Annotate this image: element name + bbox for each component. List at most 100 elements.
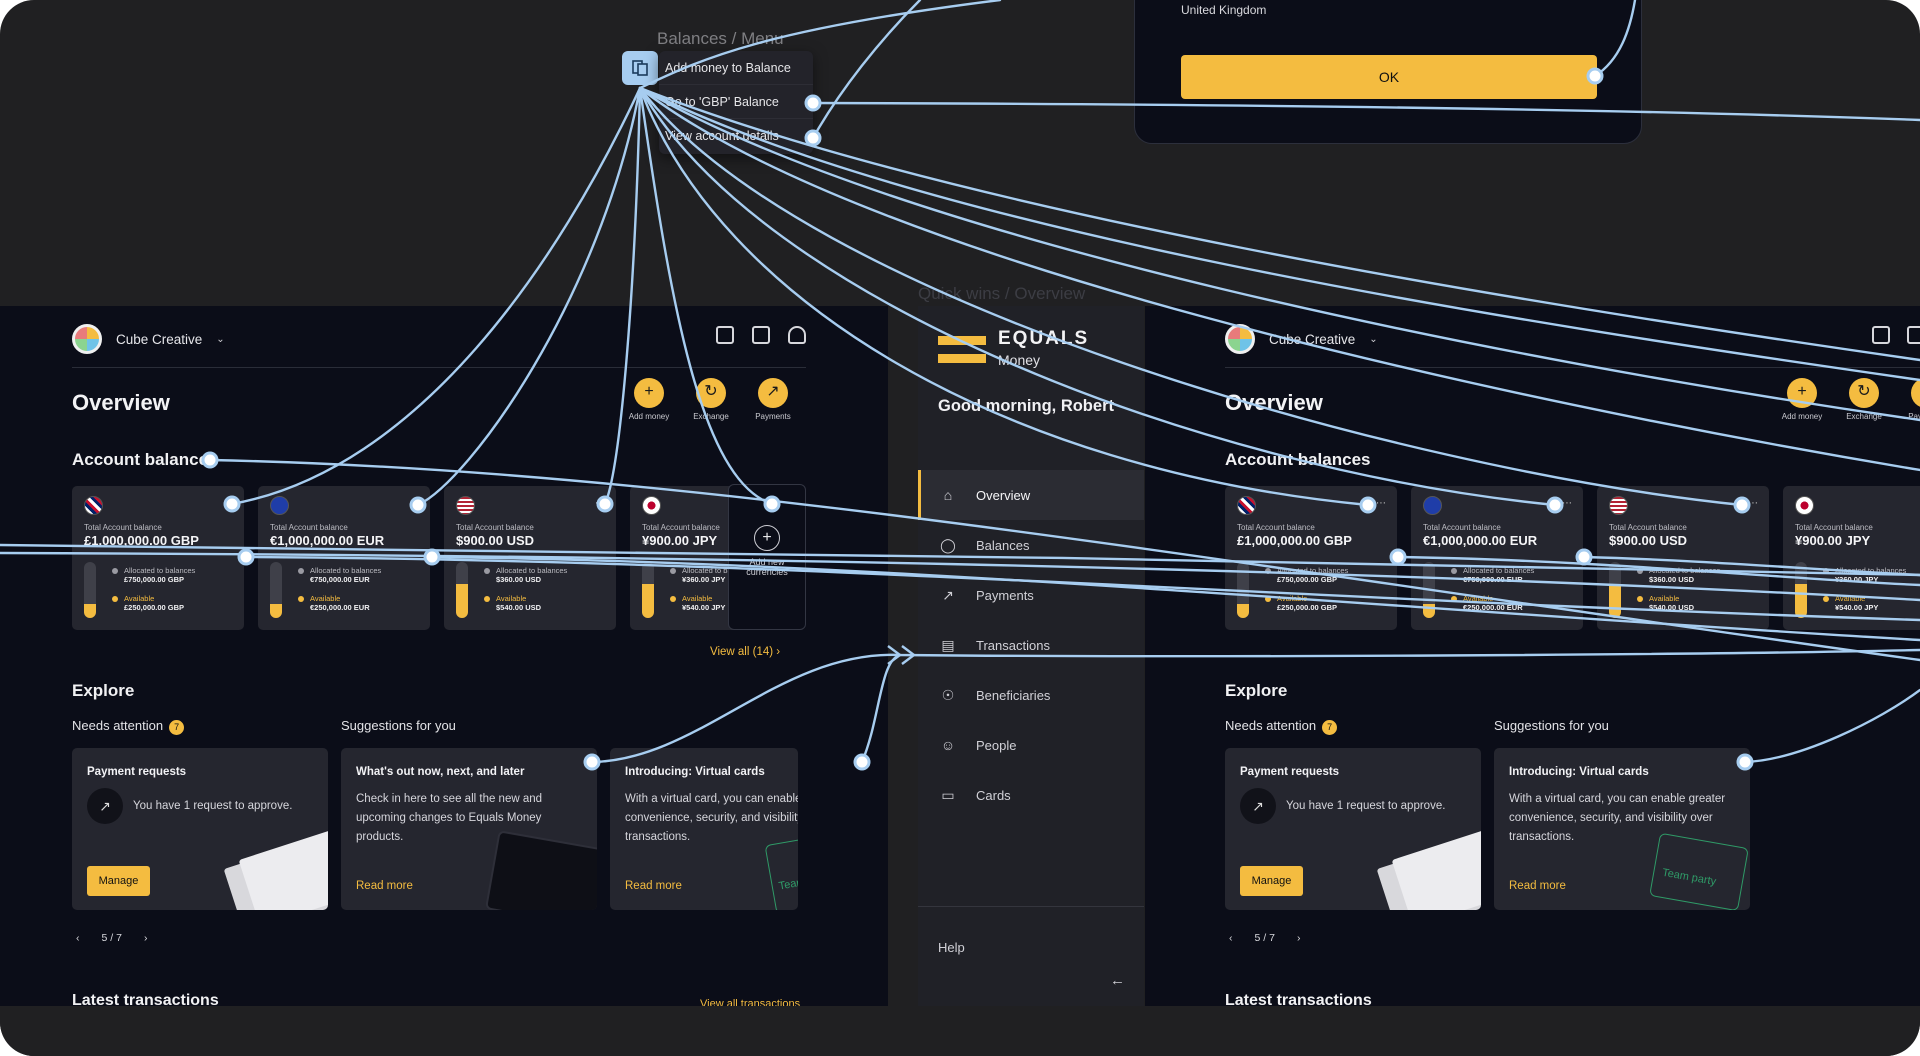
chevron-right-icon[interactable]: › bbox=[143, 932, 148, 944]
frame-label-quick-wins: Quick wins / Overview bbox=[918, 284, 1086, 303]
more-options-icon[interactable]: ⋯ bbox=[1748, 498, 1759, 509]
more-options-icon[interactable]: ⋯ bbox=[595, 498, 606, 509]
chevron-left-icon[interactable]: ‹ bbox=[1229, 932, 1233, 944]
menu-item-add-money[interactable]: Add money to Balance bbox=[659, 51, 813, 85]
sidebar-divider bbox=[918, 906, 1144, 907]
available-legend: Available£250,000.00 GBP bbox=[112, 594, 184, 612]
available-label: Available bbox=[496, 594, 527, 603]
balance-meter bbox=[84, 562, 96, 618]
allocated-amount: ¥360.00 JPY bbox=[1835, 575, 1879, 584]
statements-icon[interactable] bbox=[1907, 326, 1920, 344]
exchange-label: Exchange bbox=[1846, 412, 1882, 421]
allocated-legend: Allocated to balances€750,000.00 EUR bbox=[298, 566, 381, 584]
add-currencies-card[interactable]: + Add new currencies bbox=[728, 484, 806, 630]
help-link[interactable]: Help bbox=[938, 940, 965, 955]
flag-us-icon bbox=[1609, 496, 1628, 515]
more-options-icon[interactable]: ⋯ bbox=[223, 498, 234, 509]
allocated-label: Allocated to balances bbox=[310, 566, 382, 575]
allocated-label: Allocated to balances bbox=[1277, 566, 1349, 575]
read-more-link[interactable]: Read more bbox=[1509, 880, 1566, 892]
close-icon[interactable]: × bbox=[584, 754, 591, 766]
whats-out-tile[interactable]: What's out now, next, and later Check in… bbox=[341, 748, 597, 910]
home-icon: ⌂ bbox=[943, 487, 953, 503]
exchange-action[interactable]: ↻ Exchange bbox=[691, 378, 731, 421]
balance-menu-trigger[interactable] bbox=[622, 51, 658, 85]
account-card-gb[interactable]: ⋯ Total Account balance£1,000,000.00 GBP A… bbox=[1225, 486, 1397, 630]
allocated-label: Allocated to balances bbox=[124, 566, 196, 575]
chevron-left-icon[interactable]: ‹ bbox=[76, 932, 80, 944]
attention-count-badge: 7 bbox=[1322, 720, 1338, 735]
analytics-icon[interactable] bbox=[1872, 326, 1890, 344]
overview-screen-right: Cube Creative ⌄ Overview + Add money ↻ E… bbox=[1145, 306, 1920, 1006]
view-all-link[interactable]: View all (14) › bbox=[710, 646, 780, 658]
virtual-cards-tile[interactable]: Introducing: Virtual cards With a virtua… bbox=[1494, 748, 1750, 910]
arrow-left-icon[interactable]: ← bbox=[1110, 972, 1125, 989]
analytics-icon[interactable] bbox=[716, 326, 734, 344]
sidebar-item-transactions[interactable]: ▤ Transactions bbox=[918, 620, 1144, 670]
account-card-jp[interactable]: ⋯Total Account balance¥900.00 JPYAllocat… bbox=[1783, 486, 1920, 630]
exchange-action[interactable]: ↻ Exchange bbox=[1844, 378, 1884, 421]
company-switcher[interactable]: Cube Creative ⌄ bbox=[72, 324, 225, 354]
manage-button[interactable]: Manage bbox=[87, 866, 150, 896]
sidebar-item-label: Transactions bbox=[976, 637, 1050, 653]
company-switcher[interactable]: Cube Creative ⌄ bbox=[1225, 324, 1378, 354]
virtual-cards-tile[interactable]: Introducing: Virtual cards With a virtua… bbox=[610, 748, 798, 910]
balance-caption: Total Account balance bbox=[456, 523, 534, 532]
notifications-icon[interactable] bbox=[788, 326, 806, 344]
available-amount: €250,000.00 EUR bbox=[310, 603, 370, 612]
tile-title: Payment requests bbox=[1240, 766, 1340, 778]
ok-button[interactable]: OK bbox=[1181, 55, 1597, 99]
payment-requests-tile[interactable]: Payment requests ↗You have 1 request to … bbox=[1225, 748, 1481, 910]
balance-meter bbox=[456, 562, 468, 618]
tile-title: Introducing: Virtual cards bbox=[1509, 766, 1649, 778]
sidebar-item-overview[interactable]: ⌂Overview bbox=[918, 470, 1144, 520]
beneficiaries-icon: ☉ bbox=[941, 687, 955, 703]
statements-icon[interactable] bbox=[752, 326, 770, 344]
sidebar-item-beneficiaries[interactable]: ☉ Beneficiaries bbox=[918, 670, 1144, 720]
transactions-icon: ▤ bbox=[941, 637, 955, 653]
more-options-icon[interactable]: ⋯ bbox=[409, 498, 420, 509]
sidebar-item-label: Cards bbox=[976, 787, 1011, 803]
view-all-transactions-link[interactable]: View all transactions bbox=[700, 998, 801, 1006]
explore-title: Explore bbox=[1225, 681, 1288, 700]
balance-total: £1,000,000.00 GBP bbox=[84, 533, 199, 548]
balance-total: £1,000,000.00 GBP bbox=[1237, 533, 1352, 548]
equals-logo-icon bbox=[938, 332, 986, 366]
payments-action[interactable]: ↗ Payments bbox=[753, 378, 793, 421]
sidebar-item-cards[interactable]: ▭Cards bbox=[918, 770, 1144, 820]
more-options-icon[interactable]: ⋯ bbox=[1376, 498, 1387, 509]
company-logo bbox=[1225, 324, 1255, 354]
add-money-action[interactable]: + Add money bbox=[1782, 378, 1822, 421]
more-options-icon[interactable]: ⋯ bbox=[1562, 498, 1573, 509]
menu-item-view-account-details[interactable]: View account details bbox=[665, 129, 779, 143]
menu-item-go-to-gbp[interactable]: Go to 'GBP' Balance bbox=[659, 85, 813, 119]
sidebar-item-people[interactable]: ☺People bbox=[918, 720, 1144, 770]
attention-count-badge: 7 bbox=[169, 720, 185, 735]
sidebar-item-balances[interactable]: ◯Balances bbox=[918, 520, 1144, 570]
payment-requests-tile[interactable]: Payment requests ↗You have 1 request to … bbox=[72, 748, 328, 910]
exchange-icon: ↻ bbox=[696, 378, 726, 408]
sidebar-item-payments[interactable]: ↗Payments bbox=[918, 570, 1144, 620]
explore-pager: ‹ 5 / 7 › bbox=[1229, 932, 1300, 944]
brand-sub: Money bbox=[998, 352, 1041, 368]
payments-label: Payments bbox=[1908, 412, 1920, 421]
documents-illustration-front bbox=[1391, 829, 1481, 910]
read-more-link[interactable]: Read more bbox=[625, 880, 682, 892]
tile-title: Introducing: Virtual cards bbox=[625, 766, 765, 778]
suggestions-heading: Suggestions for you bbox=[341, 718, 456, 733]
balance-caption: Total Account balance bbox=[270, 523, 348, 532]
add-money-action[interactable]: + Add money bbox=[629, 378, 669, 421]
close-icon[interactable]: × bbox=[1737, 754, 1744, 766]
read-more-link[interactable]: Read more bbox=[356, 880, 413, 892]
balance-caption: Total Account balance bbox=[1237, 523, 1315, 532]
payments-action[interactable]: ↗ Payments bbox=[1906, 378, 1920, 421]
balances-icon: ◯ bbox=[940, 537, 956, 553]
sidebar-item-label: Beneficiaries bbox=[976, 687, 1051, 703]
manage-button[interactable]: Manage bbox=[1240, 866, 1303, 896]
chevron-right-icon[interactable]: › bbox=[1296, 932, 1301, 944]
